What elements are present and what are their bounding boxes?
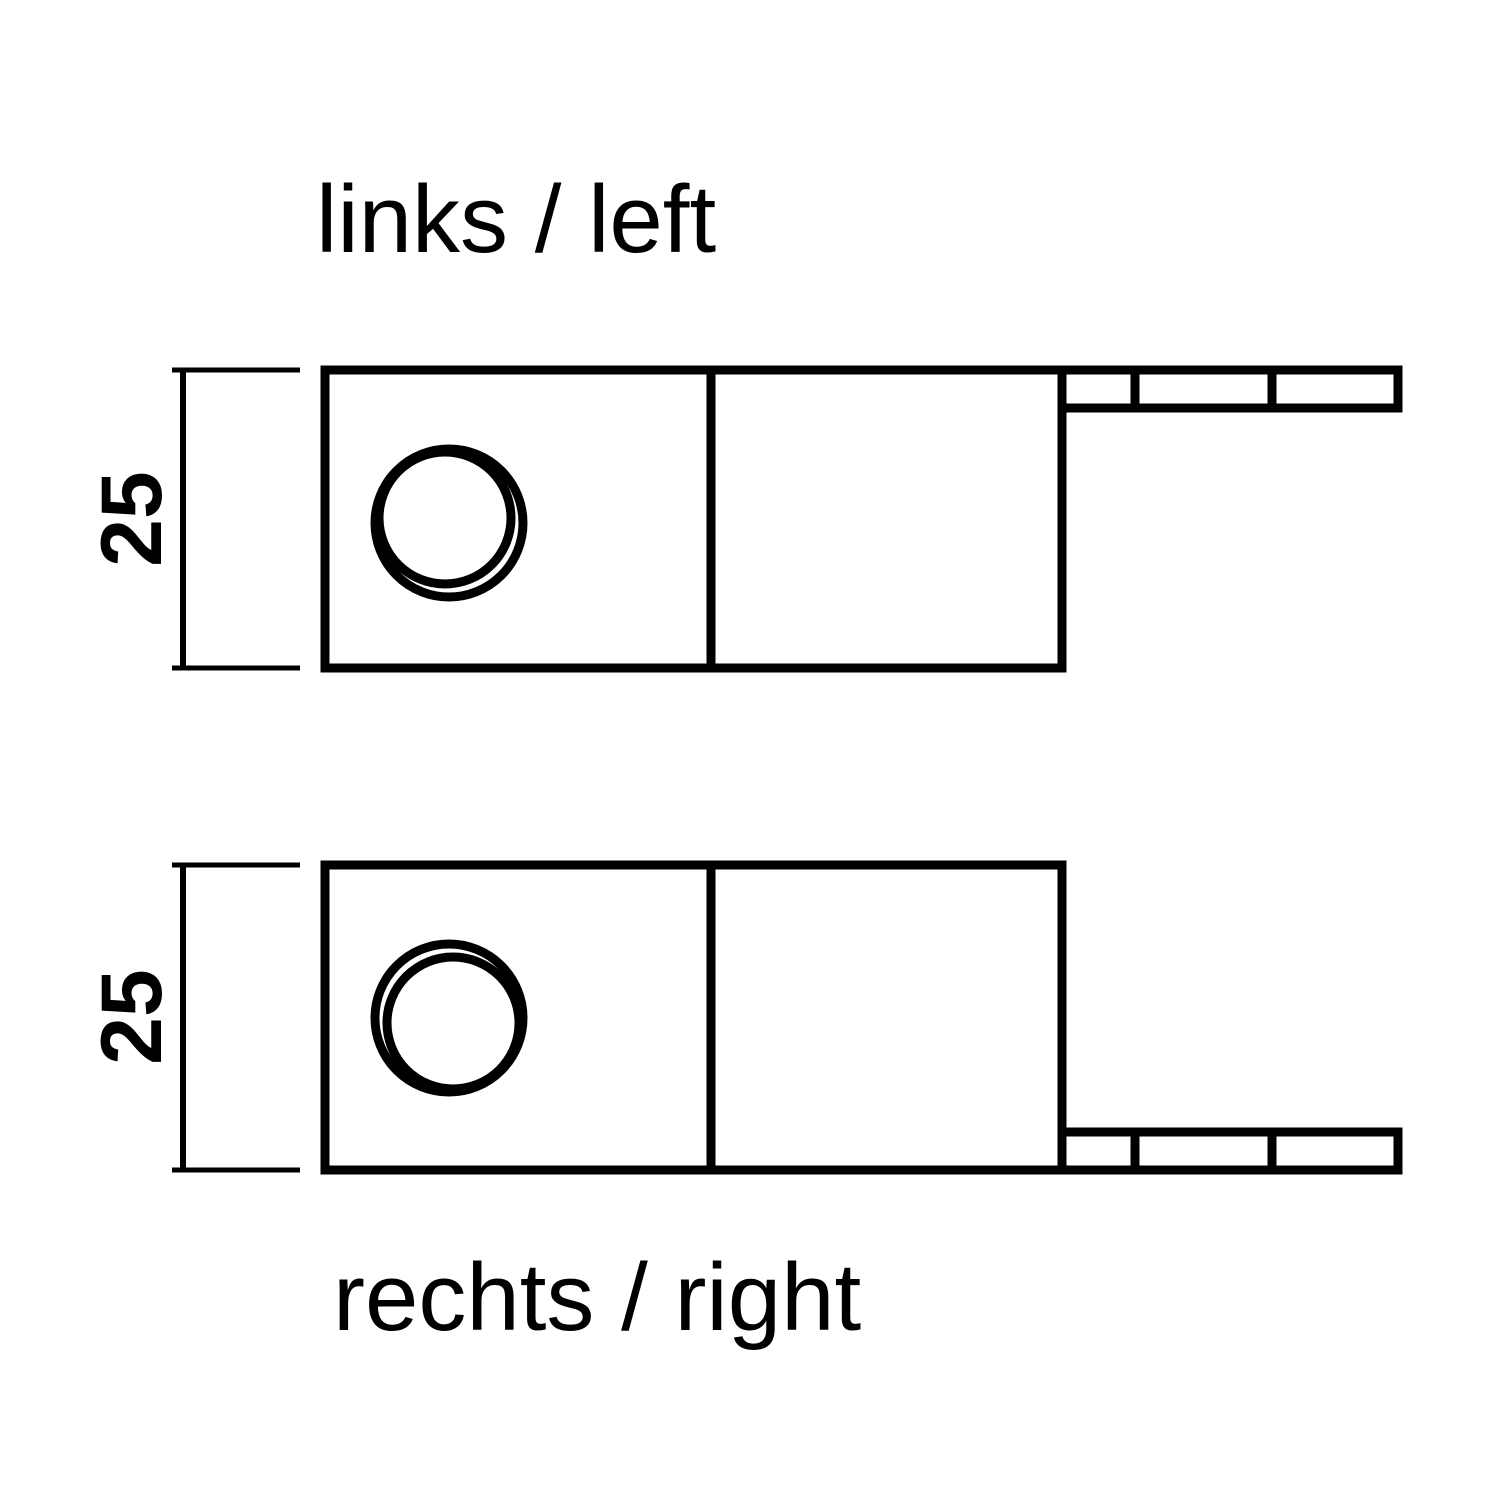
bottom-dim-value: 25	[84, 969, 180, 1065]
top-view-caption: links / left	[316, 166, 716, 273]
top-arm-outline	[1057, 365, 1403, 413]
top-body-outline	[320, 365, 1067, 673]
top-dim-value: 25	[84, 471, 180, 567]
bottom-view-caption: rechts / right	[333, 1244, 861, 1351]
bottom-body-outline	[320, 860, 1067, 1175]
bottom-arm-outline	[1057, 1127, 1403, 1175]
bottom-bore-inner-circle	[382, 952, 524, 1094]
top-view-group: links / left 25	[84, 166, 1403, 673]
bottom-view-group: 25 rechts / right	[84, 860, 1403, 1351]
top-bore-inner-circle	[374, 447, 516, 589]
